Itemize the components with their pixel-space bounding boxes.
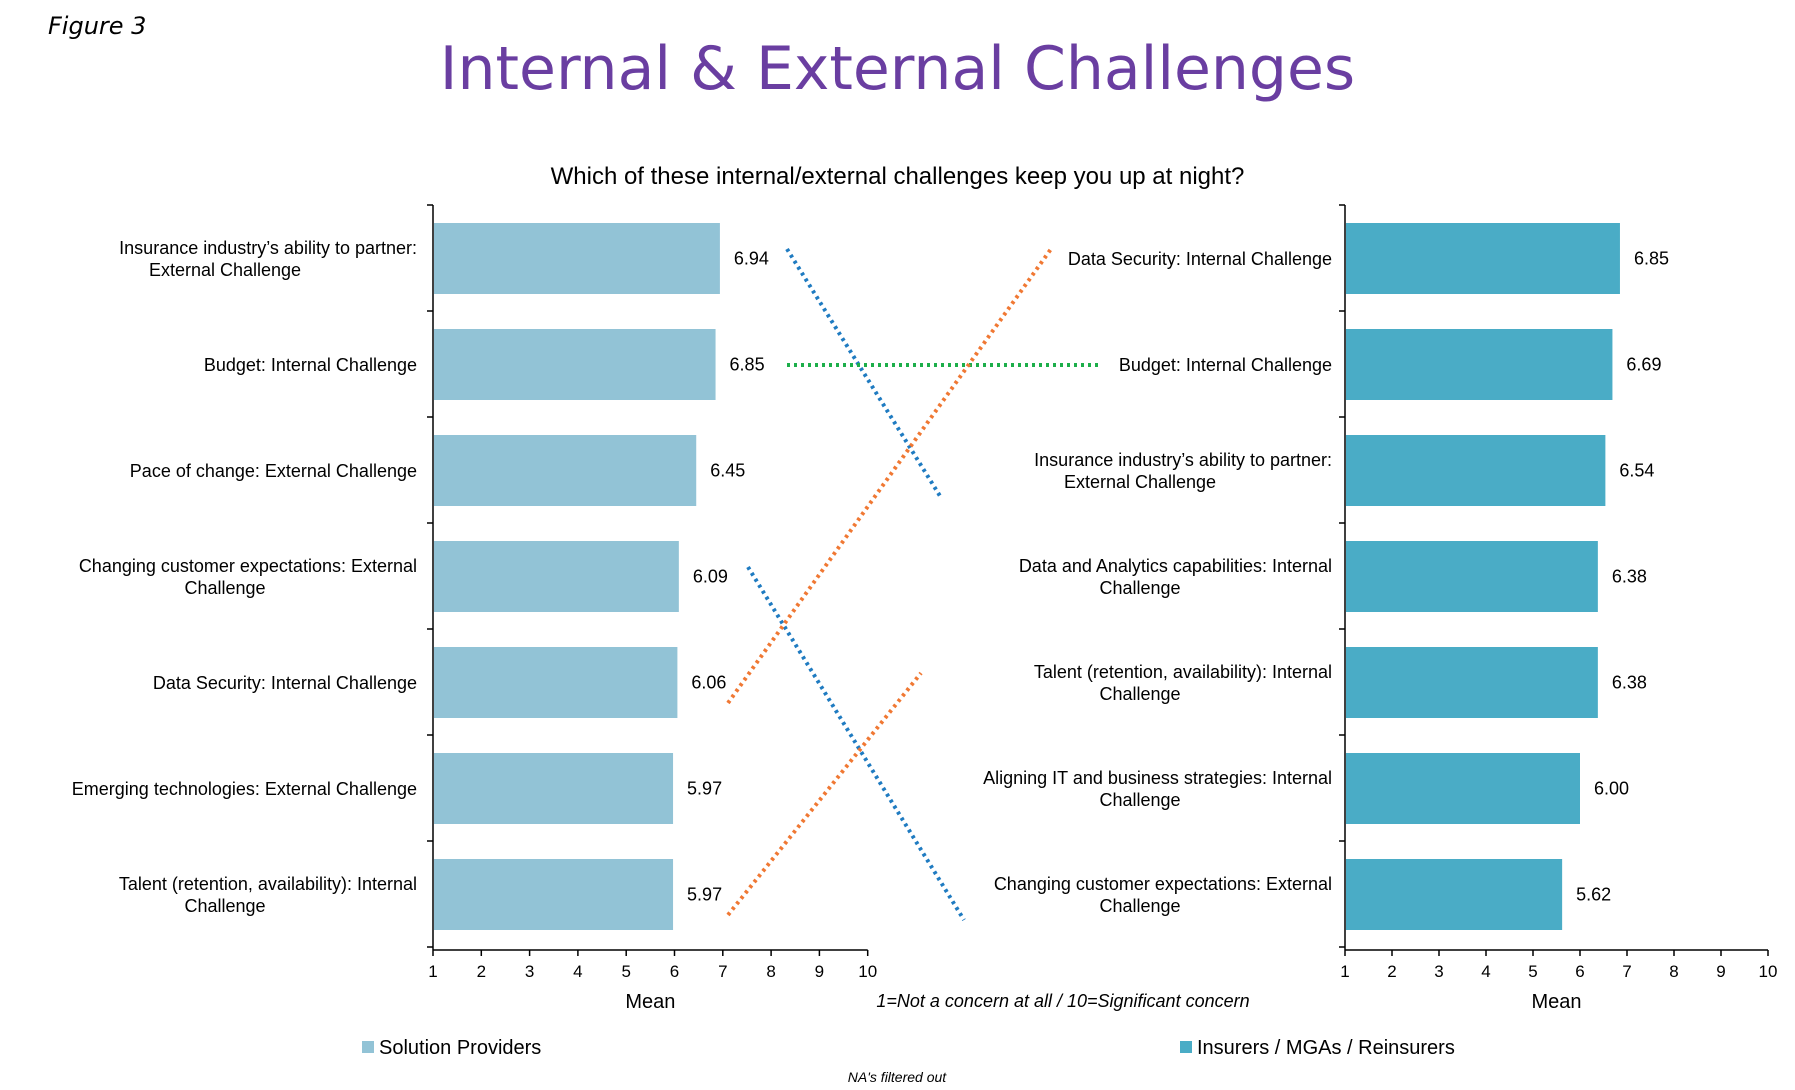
x-tick-label: 1: [1340, 962, 1349, 981]
category-label-ins: Challenge: [1099, 578, 1180, 598]
category-label-ins: Changing customer expectations: External: [994, 874, 1332, 894]
legend-label-sp: Solution Providers: [379, 1037, 541, 1059]
data-label-sp: 6.45: [710, 461, 745, 481]
bar-sp: [434, 329, 716, 400]
category-label-ins: Challenge: [1099, 684, 1180, 704]
legend-swatch-ins: [1180, 1041, 1192, 1053]
category-label-ins: External Challenge: [1064, 472, 1216, 492]
legend-swatch-sp: [362, 1041, 374, 1053]
x-tick-label: 9: [1716, 962, 1725, 981]
category-label-sp: Emerging technologies: External Challeng…: [72, 779, 417, 799]
x-tick-label: 10: [1759, 962, 1778, 981]
bar-ins: [1346, 541, 1598, 612]
x-tick-label: 7: [1622, 962, 1631, 981]
x-tick-label: 8: [766, 962, 775, 981]
bar-sp: [434, 541, 679, 612]
figure-label: Figure 3: [48, 12, 147, 40]
data-label-sp: 5.97: [687, 779, 722, 799]
x-tick-label: 1: [428, 962, 437, 981]
category-label-sp: Pace of change: External Challenge: [130, 461, 417, 481]
data-label-sp: 6.09: [693, 567, 728, 587]
chart-question: Which of these internal/external challen…: [550, 163, 1245, 190]
data-label-sp: 6.06: [691, 673, 726, 693]
category-label-sp: Challenge: [184, 578, 265, 598]
category-label-sp: External Challenge: [149, 260, 301, 280]
bar-sp: [434, 435, 697, 506]
data-label-ins: 6.54: [1619, 461, 1654, 481]
x-axis-title-sp: Mean: [625, 991, 675, 1013]
x-tick-label: 5: [621, 962, 630, 981]
x-tick-label: 9: [815, 962, 824, 981]
x-tick-label: 5: [1528, 962, 1537, 981]
data-label-ins: 5.62: [1576, 885, 1611, 905]
x-tick-label: 4: [573, 962, 582, 981]
rank-connector-line: [785, 247, 942, 498]
bar-ins: [1346, 223, 1620, 294]
category-label-ins: Insurance industry’s ability to partner:: [1034, 450, 1332, 470]
category-label-ins: Data and Analytics capabilities: Interna…: [1019, 556, 1332, 576]
category-label-sp: Talent (retention, availability): Intern…: [119, 874, 417, 894]
x-tick-label: 3: [525, 962, 534, 981]
data-label-sp: 6.94: [734, 249, 769, 269]
data-label-ins: 6.38: [1612, 673, 1647, 693]
x-tick-label: 6: [1575, 962, 1584, 981]
page-title: Internal & External Challenges: [439, 34, 1356, 104]
bar-sp: [434, 647, 678, 718]
category-label-ins: Challenge: [1099, 896, 1180, 916]
rank-connector-line: [726, 671, 923, 917]
category-label-ins: Talent (retention, availability): Intern…: [1034, 662, 1332, 682]
category-label-sp: Insurance industry’s ability to partner:: [119, 238, 417, 258]
category-label-ins: Aligning IT and business strategies: Int…: [983, 768, 1332, 788]
x-tick-label: 4: [1481, 962, 1490, 981]
category-label-sp: Budget: Internal Challenge: [204, 355, 417, 375]
data-label-sp: 6.85: [730, 355, 765, 375]
category-label-ins: Budget: Internal Challenge: [1119, 355, 1332, 375]
x-tick-label: 2: [1387, 962, 1396, 981]
footnote: NA's filtered out: [848, 1069, 947, 1085]
bar-sp: [434, 753, 674, 824]
category-label-sp: Changing customer expectations: External: [79, 556, 417, 576]
x-tick-label: 10: [858, 962, 877, 981]
bar-ins: [1346, 859, 1563, 930]
rank-connector-line: [746, 565, 966, 922]
category-label-sp: Challenge: [184, 896, 265, 916]
scale-note: 1=Not a concern at all / 10=Significant …: [876, 991, 1249, 1011]
x-tick-label: 8: [1669, 962, 1678, 981]
data-label-ins: 6.69: [1626, 355, 1661, 375]
category-label-ins: Challenge: [1099, 790, 1180, 810]
data-label-ins: 6.85: [1634, 249, 1669, 269]
bar-ins: [1346, 753, 1580, 824]
x-tick-label: 6: [670, 962, 679, 981]
legend-label-ins: Insurers / MGAs / Reinsurers: [1197, 1037, 1455, 1059]
category-label-sp: Data Security: Internal Challenge: [153, 673, 417, 693]
x-tick-label: 3: [1434, 962, 1443, 981]
x-tick-label: 2: [477, 962, 486, 981]
bar-ins: [1346, 329, 1613, 400]
x-axis-title-ins: Mean: [1531, 991, 1581, 1013]
data-label-ins: 6.38: [1612, 567, 1647, 587]
category-label-ins: Data Security: Internal Challenge: [1068, 249, 1332, 269]
x-tick-label: 7: [718, 962, 727, 981]
data-label-sp: 5.97: [687, 885, 722, 905]
bar-ins: [1346, 647, 1598, 718]
bar-ins: [1346, 435, 1606, 506]
data-label-ins: 6.00: [1594, 779, 1629, 799]
bar-sp: [434, 223, 720, 294]
bar-sp: [434, 859, 674, 930]
rank-connector-line: [726, 247, 1053, 705]
